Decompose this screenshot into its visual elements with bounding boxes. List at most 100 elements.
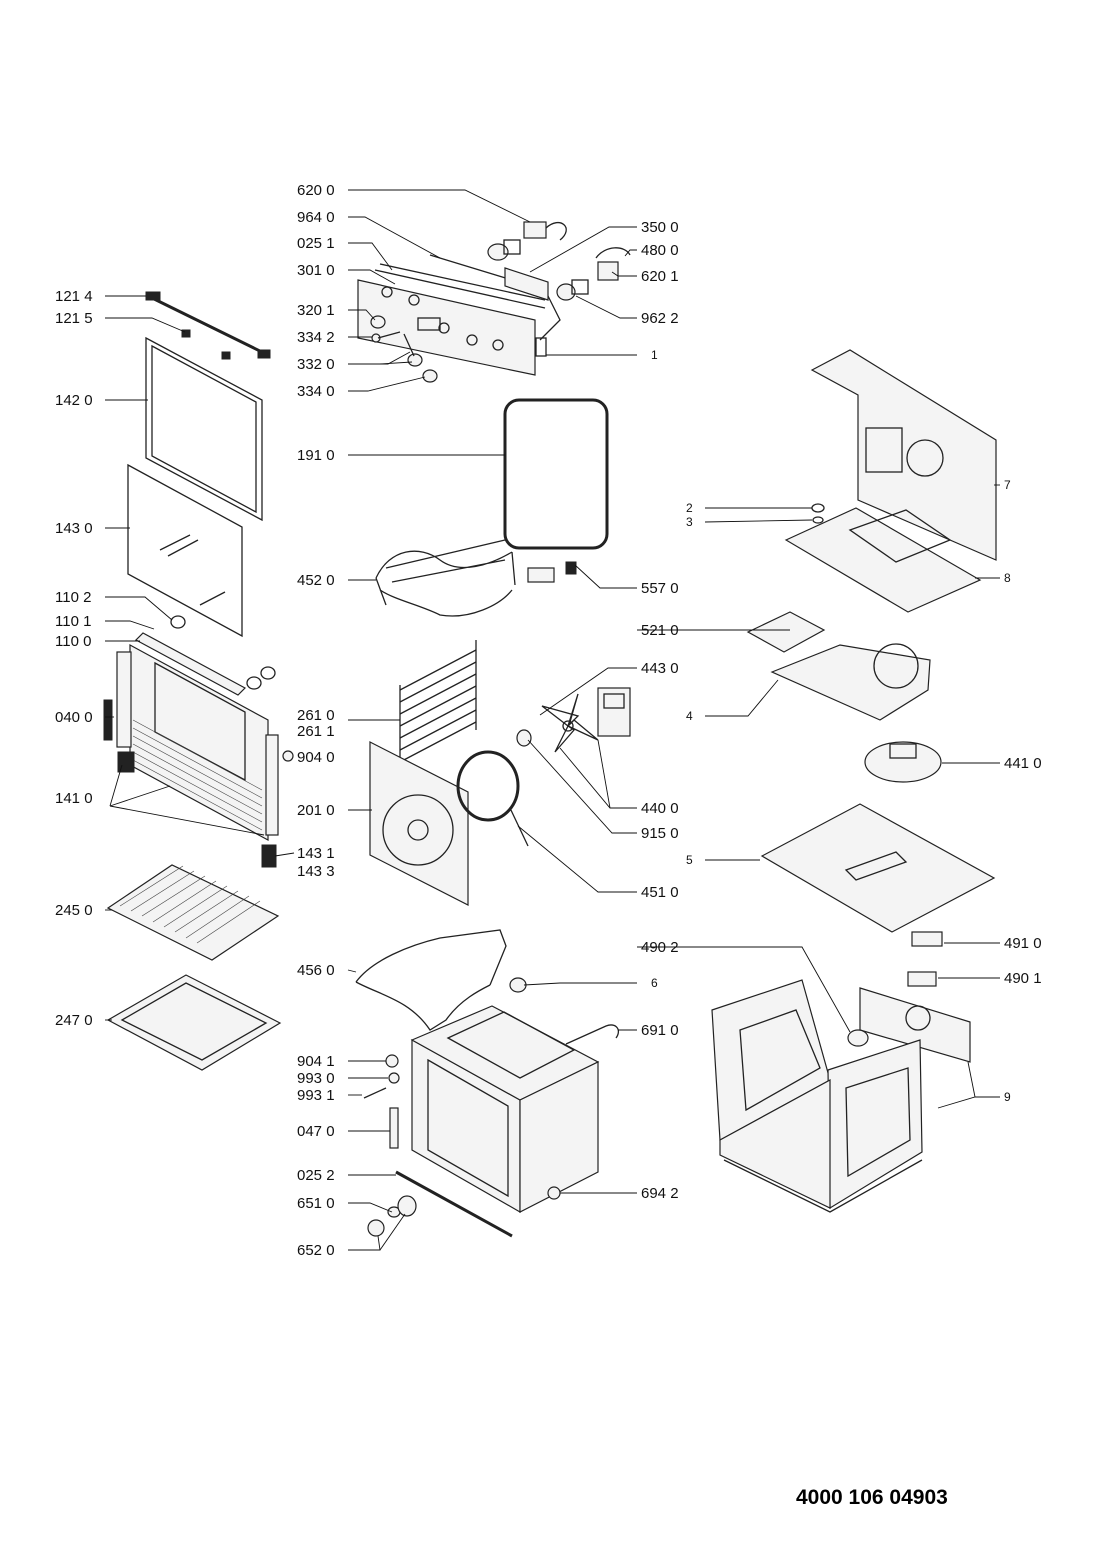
callout-3: 3	[686, 515, 693, 529]
callout-334-2: 334 2	[297, 329, 335, 346]
fastener-904-1	[385, 1054, 399, 1068]
document-number: 4000 106 04903	[796, 1486, 948, 1509]
handle-clip-1	[181, 329, 191, 338]
callout-5: 5	[686, 853, 693, 867]
callout-557-0: 557 0	[641, 580, 679, 597]
knob-332	[407, 353, 423, 367]
callout-620-0: 620 0	[297, 182, 335, 199]
rear-panel	[859, 987, 971, 1063]
callout-7: 7	[1004, 478, 1011, 492]
grill-element	[375, 539, 513, 617]
callout-334-0: 334 0	[297, 383, 335, 400]
callout-521-0: 521 0	[641, 622, 679, 639]
part-652b	[367, 1219, 385, 1237]
callout-480-0: 480 0	[641, 242, 679, 259]
callout-441-0: 441 0	[1004, 755, 1042, 772]
front-trim-025-2	[395, 1170, 513, 1238]
washer-2	[811, 503, 825, 513]
callout-143-3: 143 3	[297, 863, 335, 880]
callout-2: 2	[686, 501, 693, 515]
callout-110-1: 110 1	[55, 613, 91, 630]
washer-3	[812, 516, 824, 524]
callout-261-0: 261 0	[297, 707, 335, 724]
thermostat-620-1	[597, 261, 619, 281]
control-panel	[357, 279, 536, 376]
panel-bracket	[429, 254, 561, 341]
callout-261-1: 261 1	[297, 723, 335, 740]
callout-201-0: 201 0	[297, 802, 335, 819]
ring-element	[456, 750, 520, 822]
seal-110-1	[246, 676, 262, 690]
callout-440-0: 440 0	[641, 800, 679, 817]
callout-labels: 620 0 964 0 025 1 301 0 320 1 334 2 332 …	[55, 182, 1042, 1259]
seal-110-1b	[260, 666, 276, 680]
callout-191-0: 191 0	[297, 447, 335, 464]
terminal-block	[911, 931, 943, 947]
bracket-490-1	[907, 971, 937, 987]
fastener-993-0	[388, 1072, 400, 1084]
hinge-right	[265, 734, 279, 836]
door-glass	[127, 463, 243, 638]
callout-691-0: 691 0	[641, 1022, 679, 1039]
cable-480	[595, 247, 631, 259]
callout-8: 8	[1004, 571, 1011, 585]
center-parts-group	[355, 398, 631, 1238]
callout-694-2: 694 2	[641, 1185, 679, 1202]
callout-110-2: 110 2	[55, 589, 91, 606]
back-cover-7	[810, 349, 997, 561]
hinge-bracket-047	[389, 1107, 399, 1149]
end-bracket	[535, 337, 547, 357]
callout-9: 9	[1004, 1090, 1011, 1104]
oven-cavity	[410, 1005, 600, 1214]
inner-glass-frame	[145, 336, 263, 522]
door-gasket	[503, 398, 609, 550]
lamp-490-2	[847, 1029, 869, 1047]
callout-332-0: 332 0	[297, 356, 335, 373]
callout-6: 6	[651, 976, 658, 990]
callout-301-0: 301 0	[297, 262, 335, 279]
hinge-clip	[117, 751, 135, 773]
callout-1: 1	[651, 348, 658, 362]
callout-904-0: 904 0	[297, 749, 335, 766]
right-parts-group	[711, 349, 997, 1213]
callout-245-0: 245 0	[55, 902, 93, 919]
callout-904-1: 904 1	[297, 1053, 335, 1070]
callout-047-0: 047 0	[297, 1123, 335, 1140]
callout-651-0: 651 0	[297, 1195, 335, 1212]
door-group	[103, 291, 294, 1071]
oven-back-panel	[369, 741, 469, 906]
callout-247-0: 247 0	[55, 1012, 93, 1029]
knob-holder-right	[556, 283, 576, 301]
callout-121-5: 121 5	[55, 310, 93, 327]
callout-350-0: 350 0	[641, 219, 679, 236]
selector-switch-620-0	[523, 221, 547, 239]
fan-housing-4	[770, 644, 931, 721]
seal-110-2	[170, 615, 186, 629]
callout-962-2: 962 2	[641, 310, 679, 327]
callout-4: 4	[686, 709, 693, 723]
callout-110-0: 110 0	[55, 633, 91, 650]
outer-housing-9	[711, 979, 923, 1213]
callout-025-1: 025 1	[297, 235, 335, 252]
foot-694-2	[547, 1186, 561, 1200]
callout-490-1: 490 1	[1004, 970, 1042, 987]
control-panel-group	[357, 221, 631, 383]
leader-lines	[105, 189, 1000, 1251]
top-plate-8	[784, 507, 982, 613]
wire-rack	[106, 864, 280, 961]
callout-993-0: 993 0	[297, 1070, 335, 1087]
fan-blade	[541, 693, 599, 753]
screw-993-1	[363, 1087, 387, 1099]
cooling-fan	[864, 741, 942, 783]
callout-652-0: 652 0	[297, 1242, 335, 1259]
fastener-904-0	[282, 750, 294, 762]
callout-142-0: 142 0	[55, 392, 93, 409]
part-652	[397, 1195, 417, 1217]
callout-025-2: 025 2	[297, 1167, 335, 1184]
callout-040-0: 040 0	[55, 709, 93, 726]
callout-141-0: 141 0	[55, 790, 93, 807]
callout-491-0: 491 0	[1004, 935, 1042, 952]
lamp-cover	[509, 977, 527, 993]
callout-964-0: 964 0	[297, 209, 335, 226]
